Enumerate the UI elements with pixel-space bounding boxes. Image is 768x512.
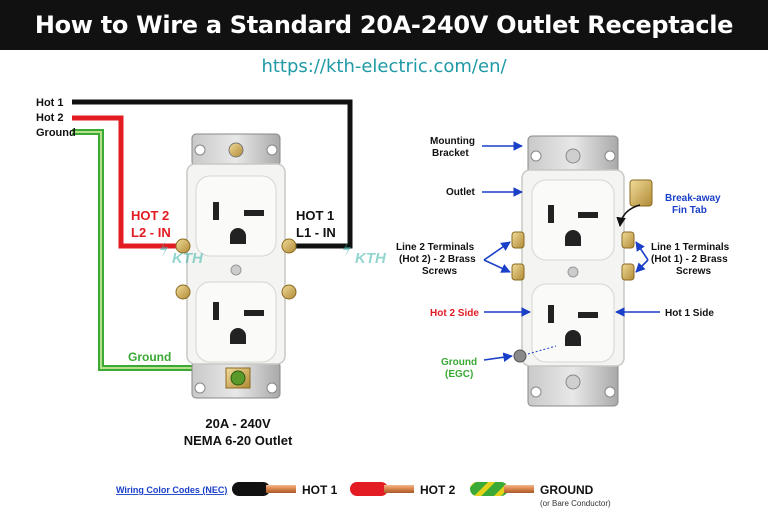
hot2-label: HOT 2 xyxy=(131,208,169,223)
outlet-caption-rating: 20A - 240V xyxy=(205,416,271,431)
legend-item-ground: GROUND (or Bare Conductor) xyxy=(470,482,611,508)
lightning-icon xyxy=(343,240,351,257)
breakaway-sublabel: Fin Tab xyxy=(672,205,707,216)
legend-label-hot1: HOT 1 xyxy=(302,483,338,497)
hot2-sublabel: L2 - IN xyxy=(131,225,171,240)
legend-label-ground: GROUND xyxy=(540,483,594,497)
legend-item-hot1: HOT 1 xyxy=(232,482,338,497)
mounting-bracket-label: Mounting xyxy=(430,136,475,147)
site-url[interactable]: https://kth-electric.com/en/ xyxy=(261,56,507,77)
line1-terminals-label: Line 1 Terminals xyxy=(651,242,730,253)
mounting-screw-icon xyxy=(228,142,244,158)
ground-screw-icon xyxy=(230,370,246,386)
wire-label-hot2: Hot 2 xyxy=(36,112,64,124)
upper-slot-left xyxy=(213,202,219,220)
kth-watermark-logo: KTH xyxy=(160,240,204,267)
lower-ground-hole xyxy=(230,328,246,344)
ground-screw-icon xyxy=(513,349,527,363)
legend-title: Wiring Color Codes (NEC) xyxy=(116,485,227,495)
line2-terminals-sublabel2: Screws xyxy=(422,266,457,277)
ground-egc-sublabel: (EGC) xyxy=(445,369,473,380)
wire-label-ground: Ground xyxy=(36,127,76,139)
hot2-terminal-screw-icon xyxy=(175,238,191,254)
wire-hot1 xyxy=(72,99,353,249)
hot1-terminal-screw-lower-icon xyxy=(281,284,297,300)
line2-terminals-sublabel: (Hot 2) - 2 Brass xyxy=(399,254,476,265)
ground-terminal-label: Ground xyxy=(128,350,171,364)
line1-terminals-sublabel: (Hot 1) - 2 Brass xyxy=(651,254,728,265)
ground-egc-label: Ground xyxy=(441,357,477,368)
upper-slot-right xyxy=(244,210,264,216)
breakaway-fin-tab-icon xyxy=(629,179,653,207)
hot1-terminal-screw-icon xyxy=(281,238,297,254)
wire-hot2 xyxy=(72,115,180,249)
svg-text:KTH: KTH xyxy=(355,250,387,267)
hot1-sublabel: L1 - IN xyxy=(296,225,336,240)
hot1-side-label: Hot 1 Side xyxy=(665,308,714,319)
legend-label-hot2: HOT 2 xyxy=(420,483,456,497)
right-outlet xyxy=(511,135,653,407)
outlet-label: Outlet xyxy=(446,187,476,198)
upper-ground-hole xyxy=(230,228,246,244)
line1-terminals-sublabel2: Screws xyxy=(676,266,711,277)
line1-screw-upper-icon xyxy=(621,231,635,249)
legend-item-hot2: HOT 2 xyxy=(350,482,456,497)
wiring-color-legend: Wiring Color Codes (NEC) HOT 1 HOT 2 GRO… xyxy=(116,482,611,508)
kth-watermark-logo-center: KTH xyxy=(343,240,387,267)
breakaway-label: Break-away xyxy=(665,193,721,204)
hot1-label: HOT 1 xyxy=(296,208,334,223)
lower-slot-left xyxy=(213,302,219,320)
line2-screw-lower-icon xyxy=(511,263,525,281)
line2-screw-upper-icon xyxy=(511,231,525,249)
page-title: How to Wire a Standard 20A-240V Outlet R… xyxy=(0,0,768,50)
hot2-terminal-screw-lower-icon xyxy=(175,284,191,300)
lower-slot-right xyxy=(244,310,264,316)
hot2-side-label: Hot 2 Side xyxy=(430,308,479,319)
outlet-caption-type: NEMA 6-20 Outlet xyxy=(184,433,293,448)
wire-ground xyxy=(72,129,200,371)
wire-label-hot1: Hot 1 xyxy=(36,97,64,109)
line1-screw-lower-icon xyxy=(621,263,635,281)
svg-text:KTH: KTH xyxy=(172,250,204,267)
lightning-icon xyxy=(160,240,168,257)
mounting-bracket-sublabel: Bracket xyxy=(432,148,469,159)
mounting-screw-icon xyxy=(565,148,581,164)
left-outlet xyxy=(175,133,297,399)
line2-terminals-label: Line 2 Terminals xyxy=(396,242,475,253)
legend-sublabel-ground: (or Bare Conductor) xyxy=(540,499,611,508)
